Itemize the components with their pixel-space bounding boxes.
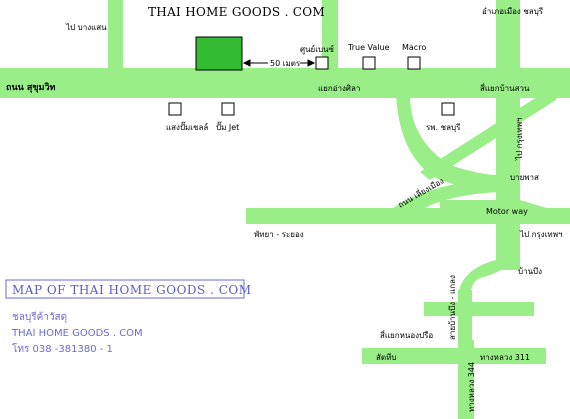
upper-cross-road (424, 302, 534, 316)
ban-bueng-klaeng-label: สายบ้านบึง - แกลง (448, 275, 457, 340)
map-title: THAI HOME GOODS . COM (148, 5, 325, 19)
sukhumvit-road (0, 68, 570, 98)
to-bangsaen-label: ไป บางแสน (65, 23, 107, 32)
distance-arrow (242, 59, 316, 67)
bangkok-diagonal-road (420, 95, 556, 180)
ban-suan-label: สี่แยกบ้านสวน (480, 82, 530, 93)
motorway-label: Motor way (486, 207, 528, 216)
shell-station-label: แสงปั๊มเชลล์ (166, 121, 208, 132)
macro-marker (407, 56, 421, 70)
sukhumvit-label: ถนน สุขุมวิท (6, 82, 56, 93)
route-311-label: ทางหลวง 311 (480, 353, 530, 362)
ban-bueng-label: บ้านบึง (518, 267, 542, 276)
pattaya-rayong-label: พัทยา - ระยอง (254, 230, 304, 239)
hospital-label: รพ. ชลบุรี (426, 123, 461, 132)
bypass-road (396, 95, 498, 190)
legend-box (5, 279, 245, 299)
hospital-marker (441, 102, 455, 116)
jet-pump-marker (221, 102, 235, 116)
distance-label: 50 เมตร (270, 59, 301, 68)
sattahip-label: สัตหีบ (376, 353, 396, 362)
macro-label: Macro (402, 43, 426, 52)
route-344-label: ทางหลวง 344 (467, 362, 476, 412)
to-bangkok-label-1: ไป กรุงเทพฯ (515, 118, 524, 161)
jet-pump-label: ปั๊ม Jet (216, 121, 239, 132)
benz-center-marker (315, 56, 329, 70)
route-311-road (362, 348, 546, 364)
liang-muang-road (388, 178, 498, 222)
benz-center-label: ศูนย์เบนซ์ (300, 44, 335, 55)
true-value-label: True Value (347, 43, 390, 52)
to-bangkok-label-2: ไป กรุงเทพฯ (519, 230, 562, 239)
nong-pruea-label: สี่แยกหนองปรือ (380, 329, 434, 340)
motorway-road (440, 200, 560, 224)
route-344-road (460, 340, 474, 419)
bangsaen-road (108, 0, 123, 70)
bypass-label: บายพาส (510, 173, 539, 182)
angsila-label: แยกอ่างศิลา (318, 84, 360, 93)
amphoe-muang-label: อำเภอเมือง ชลบุรี (482, 7, 544, 16)
legend-line3: โทร 038 -381380 - 1 (12, 342, 113, 355)
thai-home-goods-store (195, 36, 243, 71)
angsila-road (322, 0, 338, 70)
shell-station-marker (168, 102, 182, 116)
true-value-marker (362, 56, 376, 70)
ban-bueng-road (458, 240, 520, 300)
legend-title: MAP OF THAI HOME GOODS . COM (12, 283, 252, 297)
legend-line2: THAI HOME GOODS . COM (11, 328, 143, 339)
legend-line1: ชลบุรีค้าวัสดุ (12, 311, 67, 323)
